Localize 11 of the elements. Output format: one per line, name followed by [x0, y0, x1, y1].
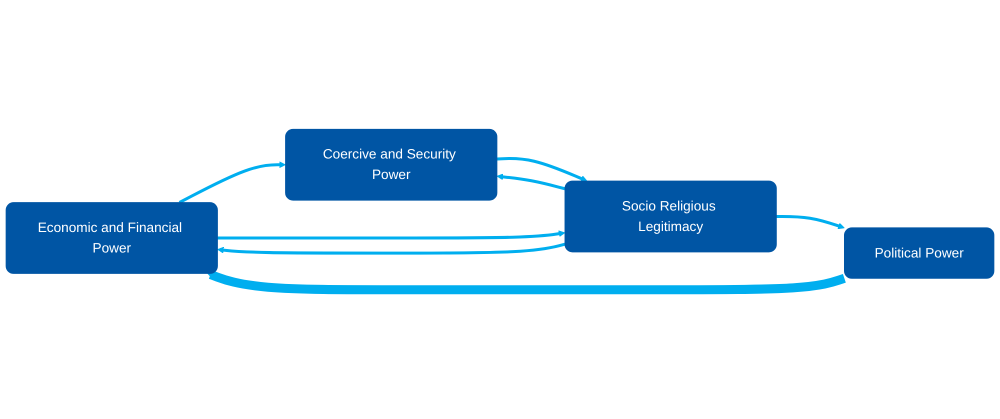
arrow: [496, 156, 588, 182]
node-box: Coercive and Security Power: [285, 128, 498, 201]
arrow: [496, 174, 566, 190]
arrow: [776, 214, 845, 230]
node-box: Political Power: [844, 227, 994, 279]
arrow: [217, 242, 566, 255]
arrow: [218, 230, 566, 240]
node-box: Economic and Financial Power: [6, 202, 218, 274]
arrow: [178, 161, 286, 204]
node-box: Socio Religious Legitimacy: [564, 180, 777, 252]
arrow: [207, 270, 846, 294]
